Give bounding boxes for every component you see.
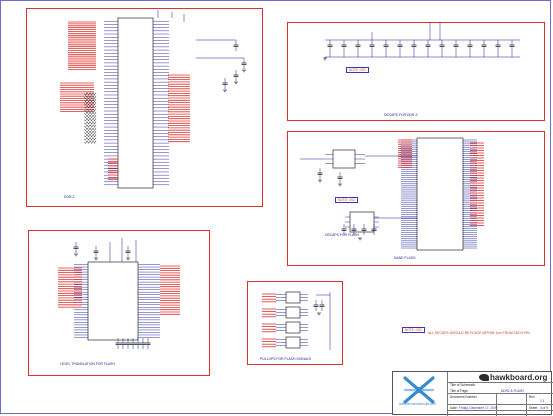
resistor	[83, 136, 97, 141]
resistor	[83, 101, 97, 106]
date-label: Date:	[450, 406, 458, 410]
flash-reset-ic	[332, 149, 356, 169]
bottom-note-tag: NOTE : 003	[402, 327, 425, 333]
flash-decaps-label: DECAPS FOR FLASH	[325, 233, 359, 237]
rev-value: 1.1	[540, 399, 545, 403]
elements-logo-icon	[403, 376, 435, 404]
decaps-block-label: DECAPS FOR DDR-2	[384, 113, 418, 117]
pullup-block	[247, 281, 343, 365]
resistor	[83, 95, 97, 100]
resistor	[83, 104, 97, 109]
resistor	[83, 114, 97, 119]
ddr2-block	[26, 8, 263, 207]
resistor	[83, 120, 97, 125]
bottom-note-text: ALL DECAPS SHOULD BE PLACE WITHIN 1cm FR…	[428, 331, 530, 335]
date-value: Friday, December 17, 2009	[459, 406, 498, 410]
resistor	[83, 92, 97, 96]
level-translation-label: LEVEL TRANSLATION FOR FLASH	[60, 362, 115, 366]
title-of-schematic-label: Title of Schematic	[450, 383, 476, 387]
nand-flash-block	[287, 131, 545, 266]
resistor	[83, 140, 97, 144]
title-of-page-label: Title of Page	[450, 389, 468, 393]
pullup-resistor-array	[285, 291, 301, 304]
doc-number-label: Document Number	[450, 395, 477, 399]
resistor	[83, 127, 97, 132]
rev-label: Rev	[529, 395, 535, 399]
brand-name: hawkboard.org	[490, 373, 548, 382]
resistor	[83, 117, 97, 122]
sheet-value: 4 of 9	[540, 406, 548, 410]
level-translator-ic	[87, 261, 139, 341]
nand-note: NOTE : 002	[335, 197, 358, 203]
resistor	[83, 98, 97, 103]
pullup-resistor-array	[285, 306, 301, 319]
resistor	[83, 124, 97, 128]
decaps-block	[287, 22, 545, 121]
nand-flash-block-label: NAND FLASH	[394, 256, 416, 260]
title-of-page-value: DDR2 & FLASH	[501, 389, 524, 393]
logo-website: www.elementsofindia.com	[399, 402, 436, 406]
title-block: www.elementsofindia.com hawkboard.org Ti…	[392, 371, 553, 416]
level-translation-block	[28, 230, 210, 376]
pullup-resistor-array	[285, 336, 301, 349]
resistor	[83, 108, 97, 112]
resistor	[83, 133, 97, 138]
pullup-block-label: PULLUPS FOR FLASH SIGNALS	[260, 357, 312, 361]
nand-flash-ic	[416, 137, 464, 251]
pullup-resistor-array	[285, 321, 301, 334]
ddr2-block-label: DDR-2	[64, 195, 75, 199]
resistor	[83, 111, 97, 116]
resistor	[83, 130, 97, 135]
decaps-note: NOTE : 001	[346, 67, 369, 73]
hawk-logo-icon	[479, 374, 489, 381]
ddr2-memory-ic	[117, 17, 154, 189]
sheet-label: Sheet	[529, 406, 538, 410]
